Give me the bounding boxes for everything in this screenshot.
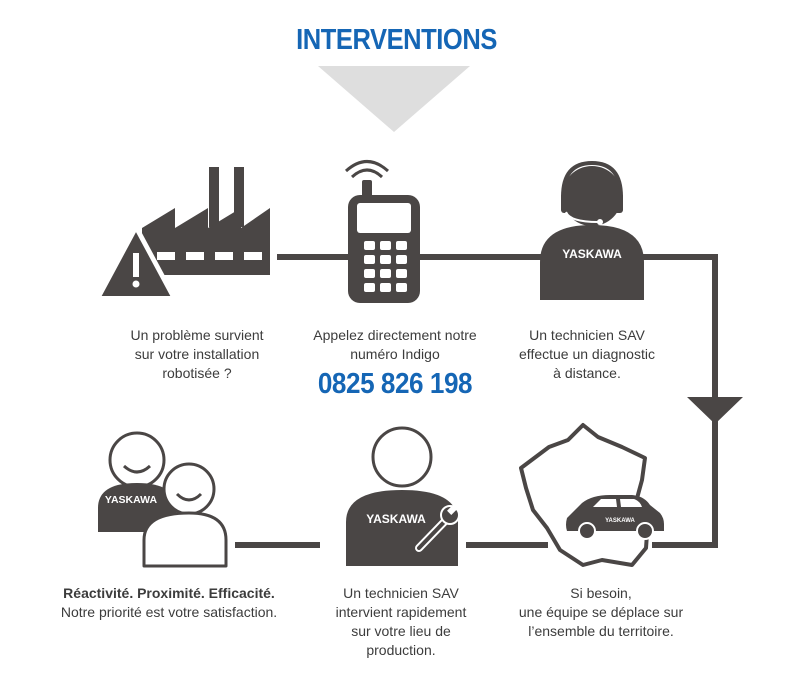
- down-arrow: [687, 397, 743, 424]
- brand-label: YASKAWA: [366, 512, 426, 526]
- header-arrow: [318, 66, 470, 132]
- phone-icon: [344, 160, 420, 303]
- technician-wrench-icon: YASKAWA: [346, 426, 460, 566]
- factory-warning-icon: [93, 167, 270, 302]
- step-5-caption: Un technicien SAV intervient rapidement …: [335, 585, 467, 658]
- france-map-car-icon: YASKAWA: [519, 423, 664, 567]
- tagline: Réactivité. Proximité. Efficacité.: [63, 585, 275, 601]
- step-6-caption: Réactivité. Proximité. Efficacité. Notre…: [44, 584, 294, 622]
- brand-label: YASKAWA: [562, 247, 622, 261]
- step-2-caption: Appelez directement notre numéro Indigo: [313, 327, 477, 362]
- brand-label: YASKAWA: [105, 494, 158, 506]
- page-title: INTERVENTIONS: [296, 24, 497, 56]
- wrench-icon: [415, 504, 460, 552]
- phone-number: 0825 826 198: [317, 368, 473, 400]
- step-4-caption: Si besoin, une équipe se déplace sur l’e…: [518, 585, 684, 639]
- technician-headset-icon: YASKAWA: [540, 160, 644, 300]
- car-brand-label: YASKAWA: [605, 518, 635, 524]
- satisfied-customers-icon: YASKAWA: [98, 431, 228, 568]
- step-1-caption: Un problème survient sur votre installat…: [130, 327, 264, 381]
- step-3-caption: Un technicien SAV effectue un diagnostic…: [519, 327, 655, 381]
